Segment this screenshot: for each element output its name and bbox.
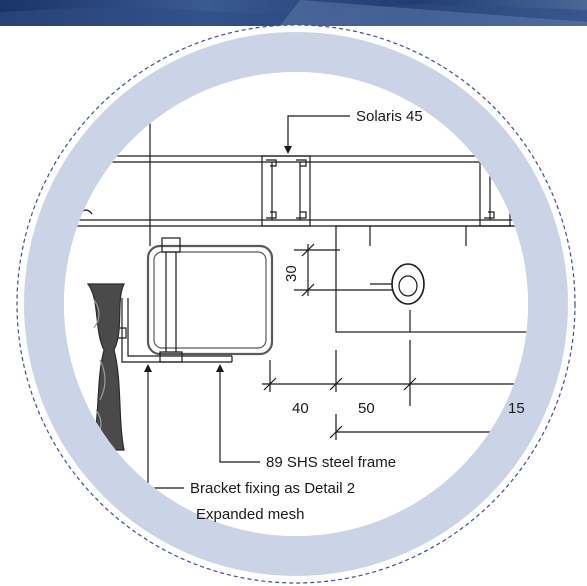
bracket-callout-label: Bracket fixing as Detail 2 bbox=[190, 480, 355, 497]
bolt bbox=[159, 237, 183, 363]
header-photo-strip bbox=[0, 0, 587, 26]
badge-inner-disc bbox=[64, 72, 528, 536]
dimension-vertical bbox=[294, 243, 392, 297]
shs-steel-frame bbox=[146, 244, 274, 356]
dimension-horizontal bbox=[262, 340, 528, 440]
steel-frame-callout-label: 89 SHS steel frame bbox=[266, 454, 396, 471]
dimension-label-50: 50 bbox=[358, 400, 375, 417]
support-beam bbox=[335, 225, 528, 333]
dimension-label-15: 15 bbox=[508, 400, 525, 417]
badge-ring bbox=[24, 32, 568, 576]
solaris-leader bbox=[284, 115, 350, 154]
dimension-label-30: 30 bbox=[283, 265, 300, 282]
slotted-hole bbox=[370, 263, 425, 305]
solaris-callout-label: Solaris 45 bbox=[356, 108, 423, 125]
mesh-callout-label: Expanded mesh bbox=[196, 506, 304, 523]
dimension-label-40: 40 bbox=[292, 400, 309, 417]
